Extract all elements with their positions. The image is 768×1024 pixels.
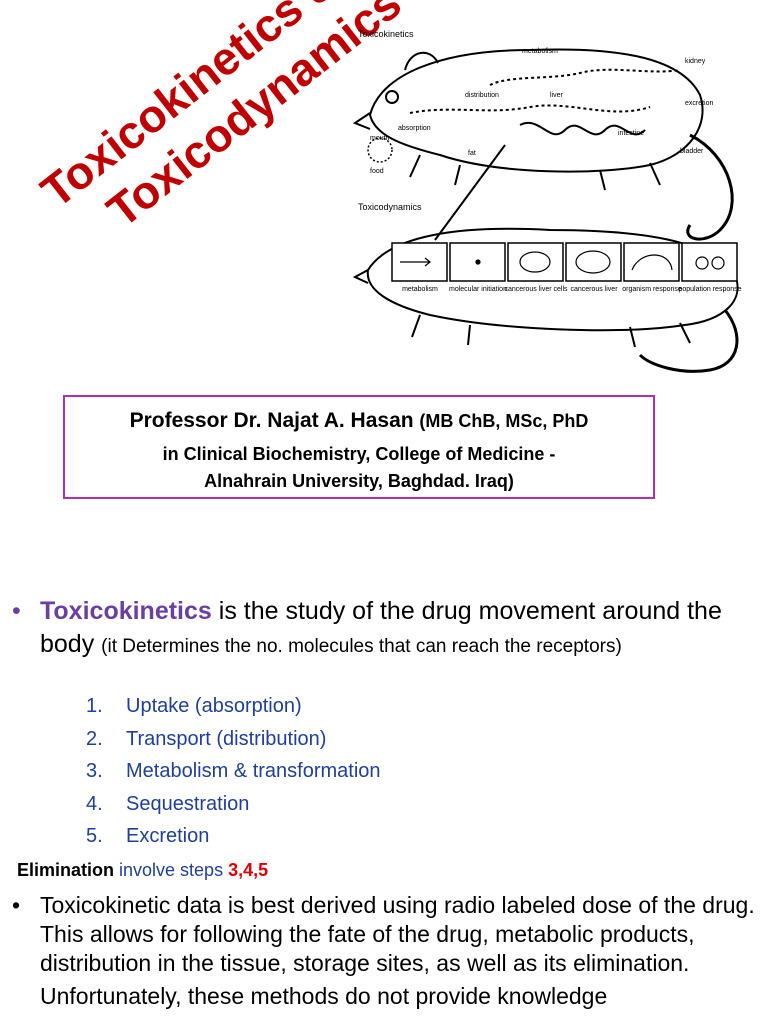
rat-diagram: Toxicokinetics Toxicodynamics: [352, 29, 742, 373]
stage-label-6: population response: [678, 286, 741, 293]
bullet-dot: •: [12, 597, 21, 625]
author-box: Professor Dr. Najat A. Hasan (MB ChB, MS…: [63, 395, 655, 499]
step-number: 3.: [86, 760, 103, 782]
bullet-toxicokinetics: • Toxicokinetics is the study of the dru…: [12, 595, 762, 663]
stage-label-5: organism response: [622, 286, 682, 293]
bullet-dot: •: [12, 892, 21, 918]
organ-label-excretion: excretion: [685, 100, 714, 107]
elimination-note: Elimination involve steps 3,4,5: [17, 860, 268, 881]
step-number: 1.: [86, 695, 103, 717]
organ-label-fat: fat: [468, 150, 476, 157]
upper-rat-illustration: [352, 48, 734, 241]
step-number: 2.: [86, 727, 103, 750]
toxicodynamics-stage-panels: [391, 242, 738, 282]
list-item: 5. Excretion: [86, 825, 381, 858]
organ-label-liver: liver: [550, 92, 564, 99]
organ-label-metabolism: metabolism: [522, 48, 558, 55]
kinetics-label: Toxicokinetics: [358, 29, 414, 39]
author-degrees: (MB ChB, MSc, PhD: [419, 411, 589, 431]
step-label: Sequestration: [126, 792, 250, 815]
lower-rat-illustration: [352, 227, 739, 373]
stage-label-4: cancerous liver: [570, 286, 618, 293]
organ-label-distribution: distribution: [465, 92, 499, 99]
organ-label-mouth: mouth: [370, 135, 390, 142]
step-number: 5.: [86, 825, 103, 847]
paragraph-1: Toxicokinetic data is best derived using…: [40, 892, 755, 976]
step-label: Metabolism & transformation: [126, 760, 381, 782]
organ-label-bladder: bladder: [680, 148, 704, 155]
elimination-text: involve steps: [114, 860, 229, 880]
list-item: 1. Uptake (absorption): [86, 695, 381, 728]
author-line-2: in Clinical Biochemistry, College of Med…: [162, 444, 556, 464]
stage-label-1: metabolism: [402, 286, 438, 293]
term-toxicokinetics: Toxicokinetics: [40, 597, 212, 625]
list-item: 4. Sequestration: [86, 793, 381, 826]
author-line-1: Professor Dr. Najat A. Hasan (MB ChB, MS…: [65, 409, 653, 433]
step-label: Transport (distribution): [126, 727, 327, 750]
step-number: 4.: [86, 792, 103, 815]
step-label: Excretion: [126, 825, 210, 847]
step-label: Uptake (absorption): [126, 695, 302, 717]
paragraph-2: Unfortunately, these methods do not prov…: [40, 983, 608, 1009]
list-item: 3. Metabolism & transformation: [86, 760, 381, 793]
bullet-text: is the study of the drug movement around…: [40, 597, 722, 658]
stage-label-2: molecular initiation: [449, 286, 507, 293]
steps-list: 1. Uptake (absorption) 2. Transport (distr…: [86, 695, 381, 858]
organ-label-kidney: kidney: [685, 58, 706, 65]
bullet-data-method: • Toxicokinetic data is best derived usi…: [12, 891, 762, 1015]
elimination-label: Elimination: [17, 860, 115, 880]
author-name: Professor Dr. Najat A. Hasan: [129, 409, 414, 432]
list-item: 2. Transport (distribution): [86, 728, 381, 761]
organ-label-intestine: intestine: [618, 130, 644, 137]
organ-label-absorption: absorption: [398, 125, 431, 132]
organ-label-food: food: [370, 168, 384, 175]
elimination-steps: 3,4,5: [228, 860, 269, 880]
bullet-note: (it Determines the no. molecules that ca…: [101, 636, 622, 657]
dynamics-label: Toxicodynamics: [358, 202, 422, 212]
stage-label-3: cancerous liver cells: [504, 286, 568, 293]
author-line-3: Alnahrain University, Baghdad. Iraq): [204, 471, 514, 491]
